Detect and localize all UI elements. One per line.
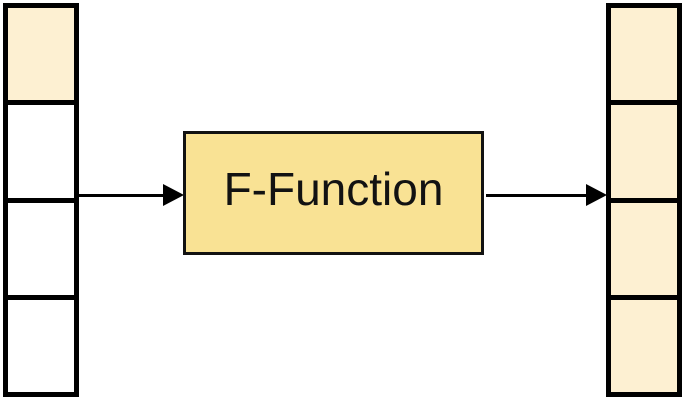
f-function-label: F-Function (223, 163, 444, 215)
register-cell (8, 100, 74, 198)
arrowhead-right-icon (586, 184, 607, 206)
arrow-line-function-to-right (486, 194, 586, 197)
arrowhead-right-icon (163, 184, 184, 206)
register-cell (8, 294, 74, 392)
register-cell (611, 197, 677, 295)
f-function-box: F-Function (183, 131, 484, 255)
register-cell (611, 100, 677, 198)
left-register (3, 3, 79, 397)
register-cell (611, 294, 677, 392)
arrow-line-left-to-function (79, 194, 164, 197)
right-register (606, 3, 682, 397)
register-cell (8, 8, 74, 101)
register-cell (611, 8, 677, 101)
register-cell (8, 197, 74, 295)
